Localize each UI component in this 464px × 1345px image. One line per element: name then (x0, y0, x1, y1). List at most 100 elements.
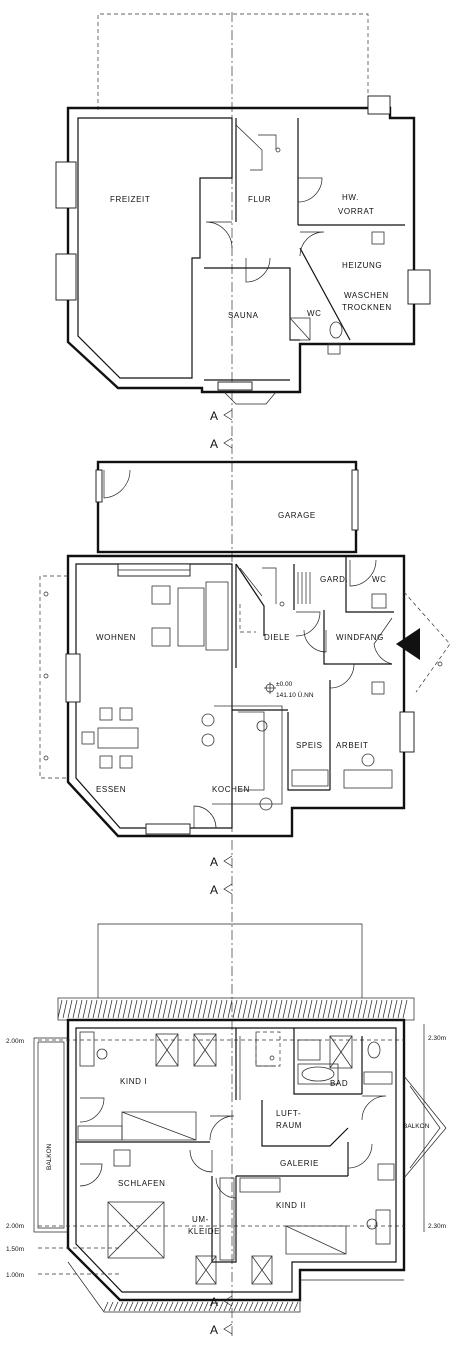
basement-light-well-top (367, 95, 391, 115)
bar-stool-2 (201, 733, 215, 747)
door-kind2 (347, 1143, 373, 1169)
basement-wash-machine (327, 343, 341, 355)
ground-outer-wall (66, 554, 406, 838)
wall-luftraum (261, 1100, 349, 1147)
umkleide-wardrobe (219, 1177, 235, 1261)
sofa-main (177, 587, 205, 647)
height-left-100: 1.00m (6, 1272, 24, 1279)
basement-sauna-window (217, 381, 253, 391)
entrance-canopy (403, 591, 451, 693)
wall-speis (287, 712, 330, 791)
galerie-chair (377, 1163, 395, 1181)
room-schlafen: SCHLAFEN (118, 1179, 165, 1188)
balcony-right (403, 1075, 447, 1179)
attic-roof-hatch-bottom (103, 1301, 299, 1312)
door-windfang (303, 629, 327, 653)
room-freizeit: FREIZEIT (110, 195, 150, 204)
room-kind2: KIND II (276, 1201, 306, 1210)
section-marker-ground-1: A (210, 855, 218, 869)
schlafen-chair (113, 1149, 131, 1167)
room-kochen: KOCHEN (212, 785, 250, 794)
basement-outer-wall (66, 106, 416, 394)
section-marker-basement-2: A (210, 437, 218, 451)
armchair-2 (151, 627, 171, 647)
door-freizeit (205, 221, 233, 249)
arbeit-desk (343, 769, 393, 789)
door-wc-ground (349, 559, 377, 587)
attic-gable-outline (97, 923, 363, 998)
door-bad (361, 1095, 387, 1121)
wall-windfang (323, 610, 392, 665)
door-entry (373, 617, 393, 665)
basement-terrace-outline (97, 13, 369, 110)
room-arbeit: ARBEIT (336, 741, 369, 750)
ground-inner-wall (75, 563, 233, 829)
ground-stair (239, 567, 263, 597)
wall-sauna (204, 267, 300, 341)
kind1-desk (79, 1031, 95, 1067)
room-galerie: GALERIE (280, 1159, 319, 1168)
room-um: UM- (192, 1215, 209, 1224)
basement-inner-wall (77, 117, 233, 379)
roof-window-schlafen (195, 1255, 217, 1285)
kind2-wardrobe (239, 1177, 281, 1193)
garage-wall-thick (96, 460, 358, 554)
door-diele-wohnen (295, 611, 321, 637)
roof-window-kind1-1 (155, 1033, 179, 1067)
kind2-bed (285, 1225, 347, 1255)
room-heizung: HEIZUNG (342, 261, 382, 270)
entrance-arrow (396, 628, 420, 660)
basement-floor: FREIZEIT FLUR HW. VORRAT HEIZUNG WASCHEN… (55, 13, 431, 451)
door-galerie-kind2 (215, 1177, 237, 1199)
garage-outline (97, 461, 357, 553)
door-kind1-galerie (209, 1115, 235, 1141)
basement-stair (235, 124, 263, 171)
arbeit-window-right (399, 711, 415, 753)
basement-wc-bowl (329, 321, 343, 339)
balcony-left (33, 1037, 69, 1233)
balcony-right-label: BALKON (403, 1123, 430, 1130)
room-windfang: WINDFANG (336, 633, 384, 642)
door-kitchen-terrace (193, 805, 217, 829)
room-vorrat: VORRAT (338, 207, 374, 216)
door-heizung (299, 231, 325, 257)
sink (259, 797, 273, 811)
attic-roof-hatch (57, 999, 408, 1019)
kind1-wardrobe (77, 1125, 123, 1141)
level-ground: ±0.00 (276, 681, 293, 688)
basement-entry-ramp (223, 391, 277, 405)
room-kleide: KLEIDE (188, 1227, 220, 1236)
kitchen-counter (212, 705, 283, 805)
room-speis: SPEIS (296, 741, 323, 750)
door-hw (297, 177, 323, 203)
basement-window-left-1 (55, 161, 77, 209)
garage-window-left (95, 469, 103, 503)
room-raum: RAUM (276, 1121, 302, 1130)
room-basement-wc: WC (307, 309, 322, 318)
room-gard: GARD. (320, 575, 348, 584)
room-sauna: SAUNA (228, 311, 259, 320)
basement-heater (371, 231, 385, 245)
terrace-left (39, 575, 68, 779)
room-wohnen: WOHNEN (96, 633, 136, 642)
basement-shower (289, 317, 311, 341)
height-left-top: 2.00m (6, 1038, 24, 1045)
height-right-top: 2.30m (428, 1035, 446, 1042)
wall-schlafen-kind2 (211, 1176, 237, 1263)
dining-table (97, 727, 139, 749)
door-arbeit (329, 663, 355, 689)
living-window-left (65, 653, 81, 703)
armchair-1 (151, 585, 171, 605)
schlafen-bed (107, 1201, 165, 1259)
height-left-150: 1.50m (6, 1246, 24, 1253)
section-marker-ground-2: A (210, 883, 218, 897)
room-diele: DIELE (264, 633, 290, 642)
basement-window-left-2 (55, 253, 77, 301)
arbeit-chair (361, 753, 375, 767)
height-right-mid: 2.30m (428, 1223, 446, 1230)
attic-inner-wall (75, 1027, 397, 1293)
section-marker-attic-2: A (210, 1323, 218, 1337)
balcony-left-label: BALKON (46, 1143, 53, 1170)
wall-heizung-wc (299, 247, 351, 341)
